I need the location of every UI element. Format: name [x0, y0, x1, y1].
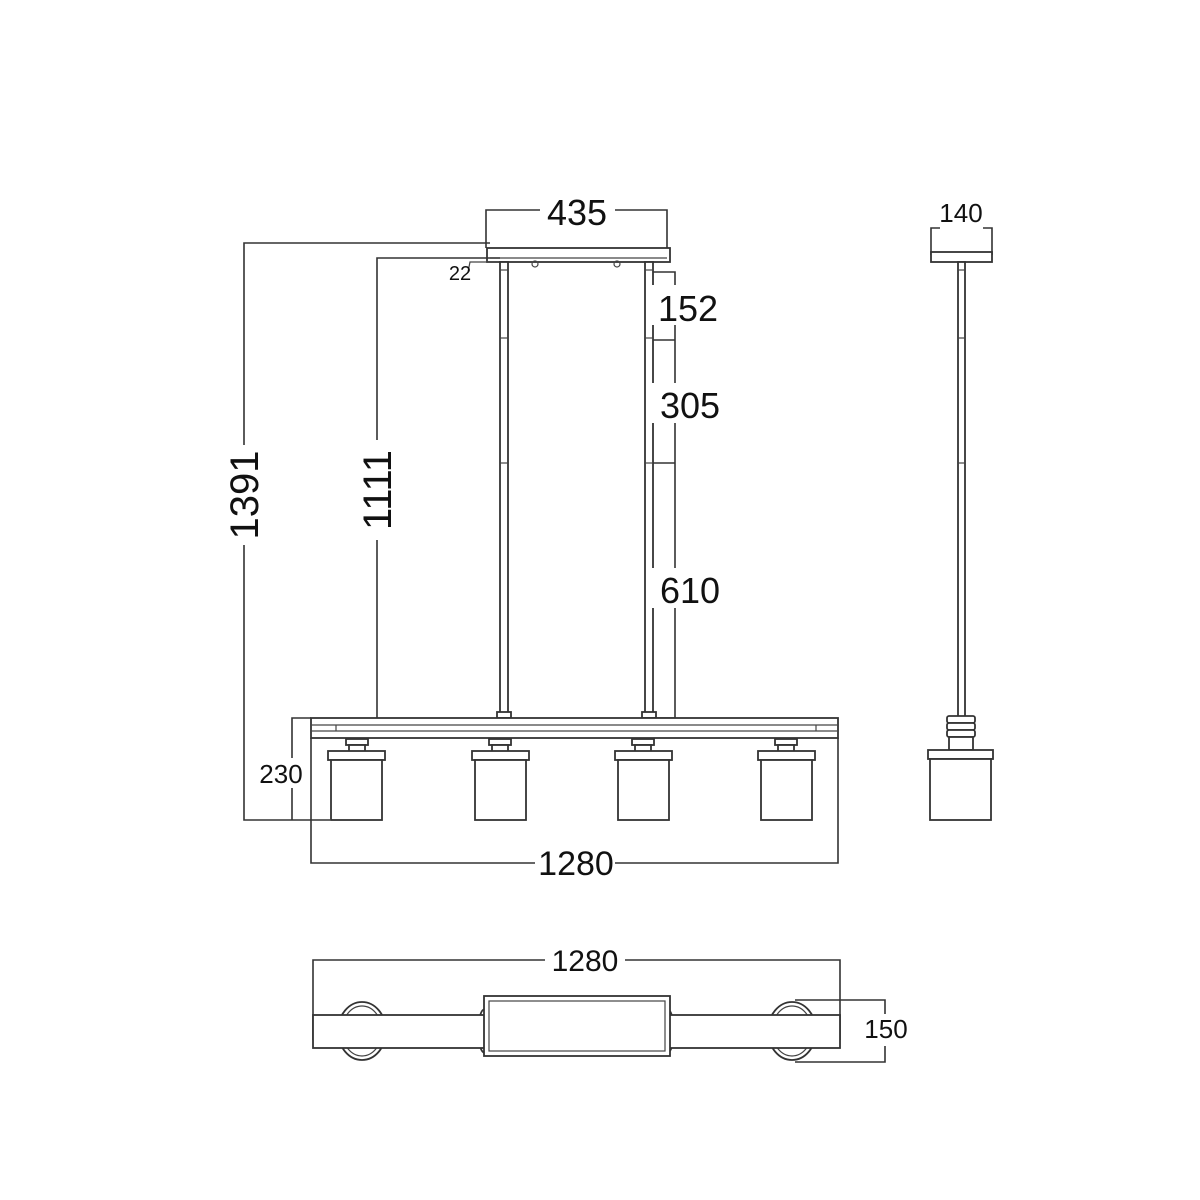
dim-label-22: 22 — [449, 263, 471, 285]
dimension-rod-segments: 152 305 610 — [652, 271, 724, 719]
dimension-depth: 150 — [795, 999, 914, 1063]
side-shade — [929, 758, 992, 821]
dimension-fixture-height: 230 — [254, 717, 311, 820]
top-canopy — [483, 995, 671, 1057]
dim-label-top-1280: 1280 — [552, 945, 619, 978]
dimension-canopy-width: 435 — [485, 192, 668, 248]
dim-label-1111: 1111 — [356, 450, 400, 530]
front-view: 435 22 1391 1111 — [223, 192, 839, 883]
dim-label-230: 230 — [259, 759, 302, 789]
shade-3 — [614, 738, 673, 821]
side-rod — [957, 261, 966, 719]
dimension-rod-height: 1111 — [356, 257, 500, 718]
suspension-rods — [496, 261, 657, 719]
dim-label-152: 152 — [658, 288, 718, 329]
shade-2 — [471, 738, 530, 821]
dim-label-435: 435 — [547, 192, 607, 233]
fixture-bar — [310, 717, 839, 739]
dim-label-1391: 1391 — [223, 451, 267, 540]
dim-label-140: 140 — [939, 198, 982, 228]
side-view: 140 — [927, 198, 994, 821]
shade-4 — [757, 738, 816, 821]
side-socket — [946, 715, 976, 751]
dim-label-305: 305 — [660, 385, 720, 426]
shades — [327, 738, 816, 821]
dimension-fixture-width: 1280 — [310, 738, 839, 883]
canopy — [486, 247, 671, 263]
shade-1 — [327, 738, 386, 821]
dim-label-150: 150 — [864, 1014, 907, 1044]
dimension-overall-height: 1391 — [223, 242, 490, 821]
side-shade-top — [927, 749, 994, 760]
dim-label-1280: 1280 — [538, 845, 614, 883]
side-canopy — [930, 251, 993, 263]
top-view: 1280 150 — [312, 945, 914, 1063]
dimension-canopy-height: 22 — [449, 261, 500, 285]
dim-label-610: 610 — [660, 570, 720, 611]
